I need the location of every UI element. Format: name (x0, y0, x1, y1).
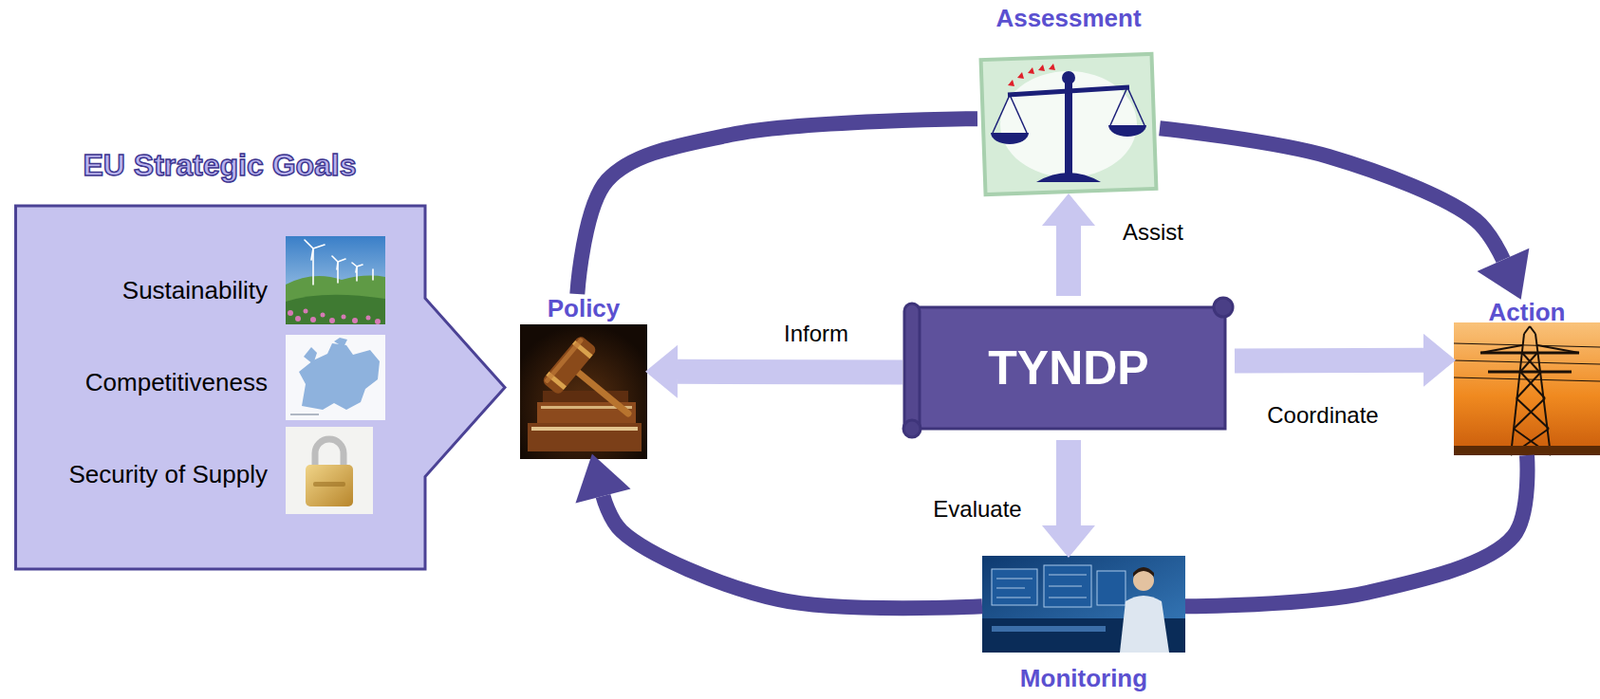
goal-item: Sustainability (122, 276, 268, 305)
text-slot: Monitoring (982, 664, 1186, 693)
stage-label: Monitoring (1020, 664, 1148, 693)
wind-farm-photo (285, 236, 386, 325)
plan-scroll: TYNDP (902, 296, 1235, 441)
stage-label: Assessment (995, 3, 1141, 33)
scroll-title: TYNDP (987, 339, 1149, 397)
edge-label: Evaluate (932, 495, 1022, 524)
text-slot: Action (1453, 297, 1600, 327)
gavel-picture (520, 324, 648, 460)
stage-node: Action (1453, 294, 1600, 456)
scales-picture (981, 54, 1157, 195)
stage-label: Action (1488, 297, 1566, 327)
task-arrow (1234, 348, 1424, 374)
europe-map-picture (285, 334, 386, 421)
panel-heading: EU Strategic Goals (82, 146, 356, 185)
stage-node: Assessment (977, 3, 1160, 196)
cycle-arrow (1185, 455, 1527, 607)
text-slot: Assessment (977, 3, 1160, 33)
control-room-picture (982, 556, 1186, 653)
cycle-arrow (602, 496, 983, 609)
edge-label: Assist (1122, 218, 1184, 247)
task-arrow (1056, 440, 1081, 526)
text-slot: Competitiveness (27, 368, 268, 397)
edge-label-slot: Evaluate (863, 495, 1092, 524)
text-slot: TYNDP (902, 339, 1235, 397)
edge-label-slot: Coordinate (1209, 401, 1437, 430)
edge-label: Inform (783, 319, 849, 349)
edge-label: Coordinate (1266, 401, 1378, 430)
scroll-shape (903, 297, 1233, 438)
cycle-arrow (576, 118, 978, 295)
task-arrow (1056, 225, 1081, 297)
goals-outline (14, 142, 508, 572)
stage-node: Monitoring (982, 556, 1186, 697)
text-slot: Policy (520, 294, 648, 323)
edge-label-slot: Assist (1039, 218, 1267, 247)
task-arrow (677, 359, 903, 386)
text-slot: Sustainability (27, 276, 268, 305)
text-slot: Security of Supply (27, 460, 268, 489)
goals-panel: EU Strategic GoalsSustainabilityCompetit… (14, 142, 508, 572)
goals-panel-shape (16, 205, 506, 570)
stage-node: Policy (520, 294, 648, 460)
stage-label: Policy (547, 294, 621, 323)
text-slot: EU Strategic Goals (14, 146, 426, 185)
edge-label-slot: Inform (702, 319, 931, 349)
padlock-picture (285, 427, 373, 515)
goal-item: Competitiveness (85, 368, 268, 397)
cycle-arrow (1159, 128, 1504, 261)
power-pylon-picture (1453, 322, 1600, 456)
goal-item: Security of Supply (68, 460, 268, 489)
